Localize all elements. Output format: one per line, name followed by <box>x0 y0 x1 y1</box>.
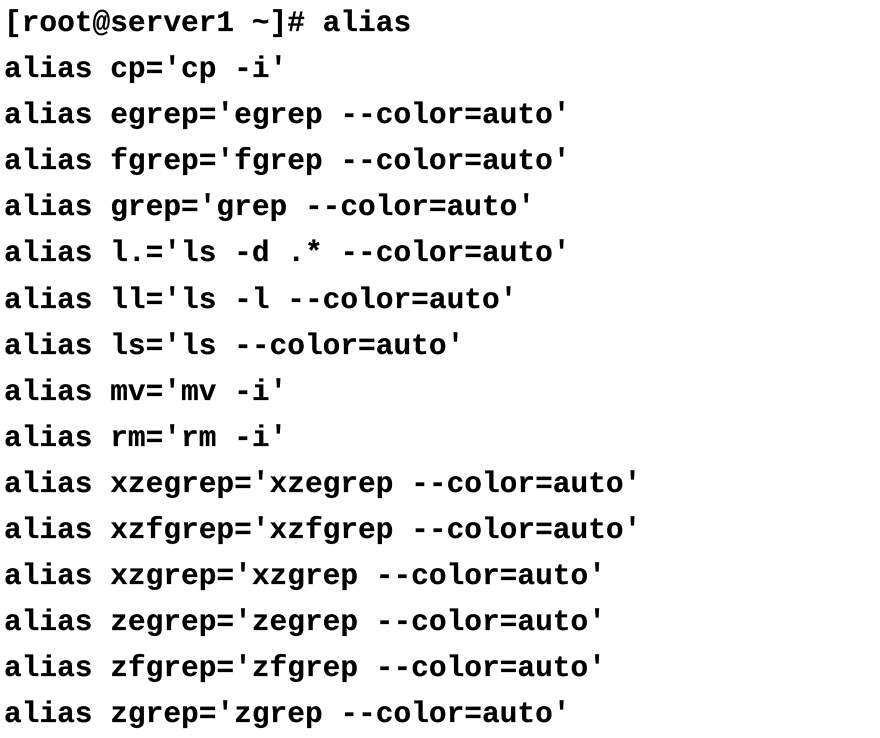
prompt-line: [root@server1 ~]# alias <box>4 6 412 40</box>
output-line: alias egrep='egrep --color=auto' <box>4 98 571 133</box>
output-line: alias xzgrep='xzgrep --color=auto' <box>4 559 606 594</box>
output-line: alias fgrep='fgrep --color=auto' <box>4 144 571 179</box>
output-line: alias ls='ls --color=auto' <box>4 328 465 363</box>
output-line: alias cp='cp -i' <box>4 52 288 87</box>
output-line: alias grep='grep --color=auto' <box>4 190 536 225</box>
output-line: alias rm='rm -i' <box>4 420 288 455</box>
output-line: alias xzfgrep='xzfgrep --color=auto' <box>4 513 642 548</box>
output-line: alias ll='ls -l --color=auto' <box>4 282 518 317</box>
output-line: alias mv='mv -i' <box>4 374 288 409</box>
output-line: alias l.='ls -d .* --color=auto' <box>4 236 571 271</box>
output-line: alias xzegrep='xzegrep --color=auto' <box>4 466 642 501</box>
output-line: alias zfgrep='zfgrep --color=auto' <box>4 651 606 686</box>
output-line: alias zgrep='zgrep --color=auto' <box>4 697 571 732</box>
output-line: alias zegrep='zegrep --color=auto' <box>4 605 606 640</box>
